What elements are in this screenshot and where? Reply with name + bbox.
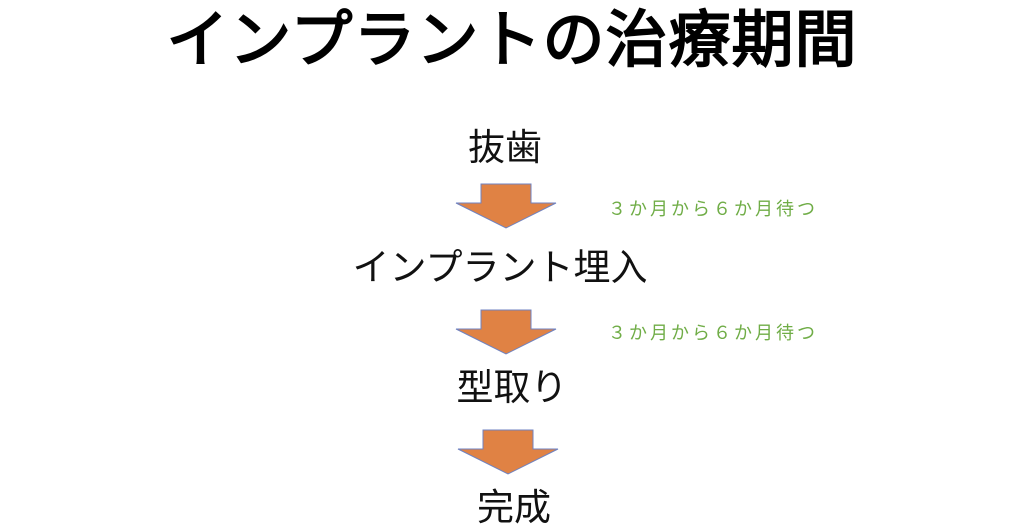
down-arrow-icon xyxy=(457,429,559,475)
wait-note-1: ３か月から６か月待つ xyxy=(608,199,818,220)
step-extraction: 抜歯 xyxy=(468,126,542,169)
down-arrow-icon xyxy=(455,183,557,229)
step-impression: 型取り xyxy=(456,366,568,409)
down-arrow-icon xyxy=(455,309,557,355)
page-title: インプラントの治療期間 xyxy=(166,3,858,76)
step-implant-placement: インプラント埋入 xyxy=(352,246,648,289)
wait-note-2: ３か月から６か月待つ xyxy=(608,323,818,344)
step-completion: 完成 xyxy=(477,486,551,529)
